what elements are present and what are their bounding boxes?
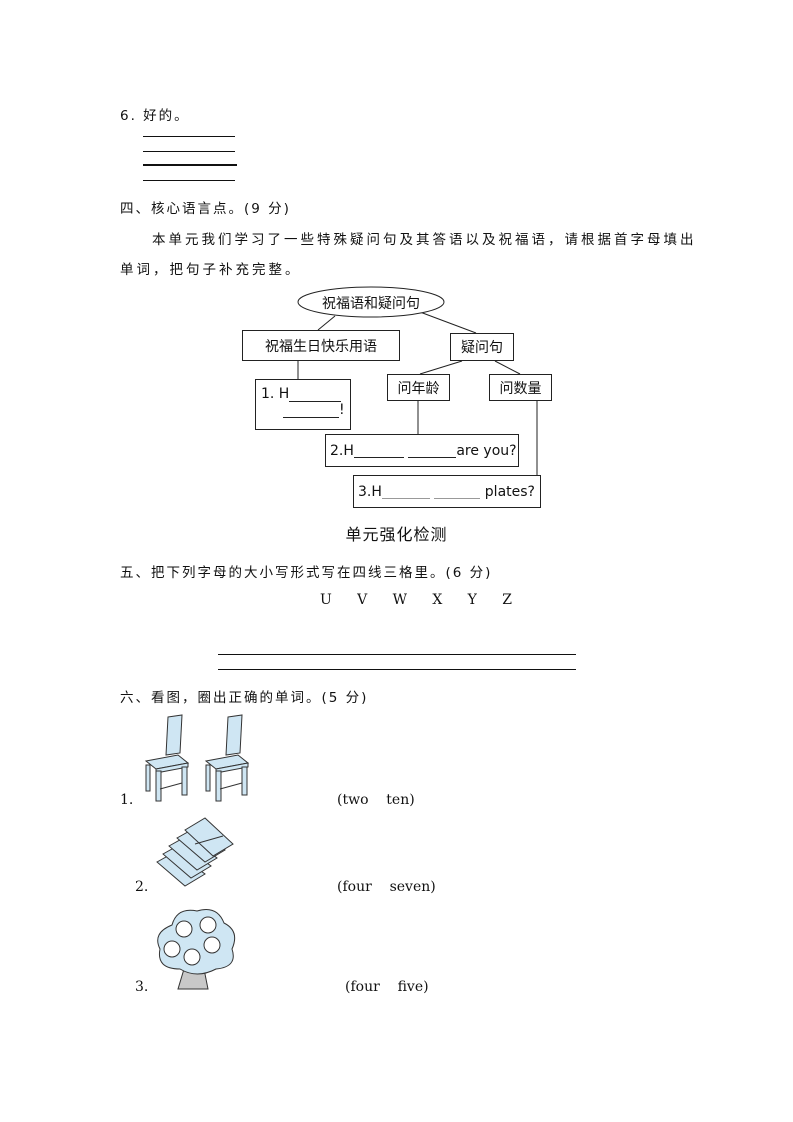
section4-instruction-1: 本单元我们学习了一些特殊疑问句及其答语以及祝福语，请根据首字母填出 bbox=[152, 232, 697, 248]
test-title: 单元强化检测 bbox=[345, 525, 448, 544]
item2-number: 2. bbox=[135, 879, 149, 895]
item1-prefix: 1. H bbox=[261, 386, 290, 402]
stack-of-books-image bbox=[156, 817, 234, 887]
diagram-question-box: 疑问句 bbox=[450, 333, 514, 361]
writing-line bbox=[143, 136, 235, 137]
item1-choices[interactable]: (two ten) bbox=[337, 792, 415, 808]
writing-line bbox=[143, 180, 235, 181]
q6-label: 6. 好的。 bbox=[120, 108, 190, 124]
two-chairs-image bbox=[144, 714, 250, 802]
diagram-birthday-box: 祝福生日快乐用语 bbox=[242, 330, 400, 361]
item2-prefix: 2.H bbox=[330, 442, 354, 459]
section4-instruction-2: 单词，把句子补充完整。 bbox=[120, 262, 302, 278]
diagram-item3-box: 3.H plates? bbox=[353, 475, 541, 508]
item3-blank-2[interactable] bbox=[434, 484, 481, 499]
item2-end: are you? bbox=[456, 442, 517, 459]
item2-blank[interactable] bbox=[353, 443, 404, 458]
section5-heading: 五、把下列字母的大小写形式写在四线三格里。(6 分) bbox=[120, 565, 493, 581]
diagram-item2-box: 2.H are you? bbox=[325, 434, 519, 467]
four-line-grid bbox=[218, 654, 576, 655]
section4-heading: 四、核心语言点。(9 分) bbox=[120, 201, 291, 217]
writing-line bbox=[143, 164, 237, 166]
section6-heading: 六、看图，圈出正确的单词。(5 分) bbox=[120, 690, 369, 706]
four-line-grid bbox=[218, 669, 576, 670]
diagram-age-box: 问年龄 bbox=[387, 374, 450, 401]
item3-blank[interactable] bbox=[381, 484, 430, 499]
item1-blank-2[interactable] bbox=[283, 403, 339, 418]
writing-line bbox=[143, 151, 235, 152]
diagram-quantity-box: 问数量 bbox=[489, 374, 552, 401]
item2-choices[interactable]: (four seven) bbox=[337, 879, 436, 895]
item3-prefix: 3.H bbox=[358, 483, 382, 500]
item1-number: 1. bbox=[120, 792, 134, 808]
apple-tree-image bbox=[157, 909, 236, 990]
diagram-item1-box: 1. H ! bbox=[255, 379, 351, 430]
item1-end: ! bbox=[339, 402, 345, 418]
item3-number: 3. bbox=[135, 979, 149, 995]
item3-end: plates? bbox=[484, 483, 535, 500]
letters: U V W X Y Z bbox=[320, 592, 512, 608]
item1-blank[interactable] bbox=[289, 387, 342, 402]
item2-blank-2[interactable] bbox=[408, 443, 457, 458]
diagram-root: 祝福语和疑问句 bbox=[322, 296, 420, 312]
item3-choices[interactable]: (four five) bbox=[345, 979, 429, 995]
